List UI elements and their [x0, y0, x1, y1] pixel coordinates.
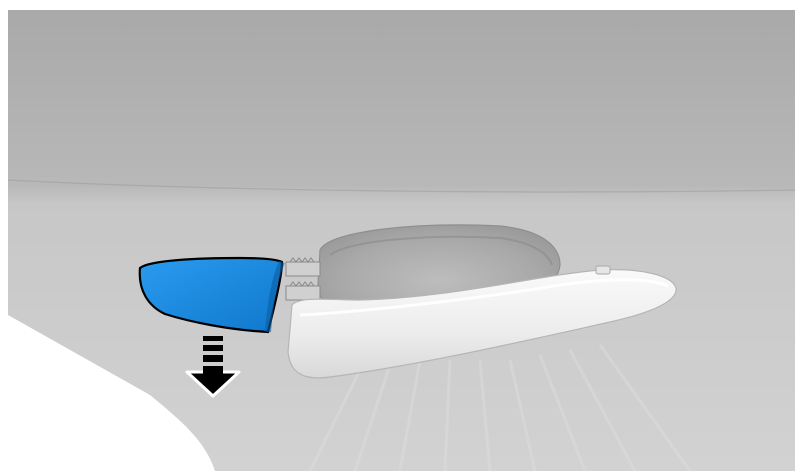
handle-button — [596, 266, 610, 274]
